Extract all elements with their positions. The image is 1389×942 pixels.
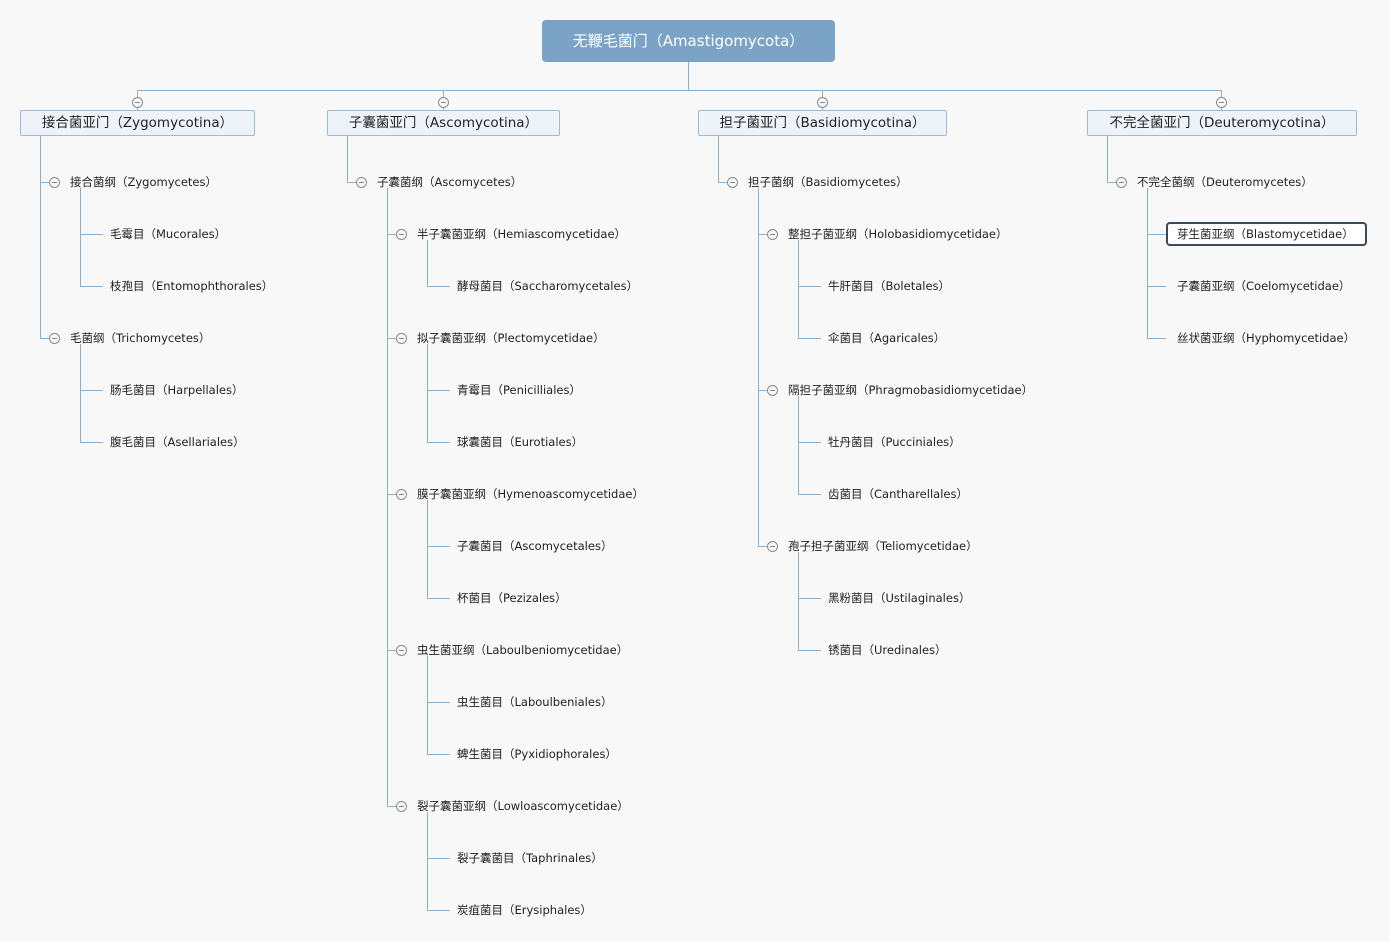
class-node[interactable]: 接合菌纲（Zygomycetes） [70,175,218,189]
collapse-toggle-icon[interactable] [438,97,449,108]
subphylum-node-basidiomycotina[interactable]: 担子菌亚门（Basidiomycotina） [698,110,947,136]
order-node[interactable]: 杯菌目（Pezizales） [457,591,567,605]
class-node[interactable]: 毛菌纲（Trichomycetes） [70,331,211,345]
order-node[interactable]: 青霉目（Penicilliales） [457,383,581,397]
subclass-node[interactable]: 虫生菌亚纲（Laboulbeniomycetidae） [417,643,629,657]
subclass-node[interactable]: 整担子菌亚纲（Holobasidiomycetidae） [788,227,1008,241]
subclass-node[interactable]: 孢子担子菌亚纲（Teliomycetidae） [788,539,978,553]
subclass-node[interactable]: 裂子囊菌亚纲（Lowloascomycetidae） [417,799,629,813]
order-node[interactable]: 锈菌目（Uredinales） [828,643,947,657]
subclass-node[interactable]: 子囊菌亚纲（Coelomycetidae） [1177,279,1351,293]
subphylum-node-ascomycotina[interactable]: 子囊菌亚门（Ascomycotina） [327,110,560,136]
order-node[interactable]: 腹毛菌目（Asellariales） [110,435,245,449]
order-node[interactable]: 虫生菌目（Laboulbeniales） [457,695,613,709]
order-node[interactable]: 炭疽菌目（Erysiphales） [457,903,592,917]
subclass-node-selected[interactable]: 芽生菌亚纲（Blastomycetidae） [1166,222,1367,246]
subclass-node[interactable]: 半子囊菌亚纲（Hemiascomycetidae） [417,227,627,241]
order-node[interactable]: 伞菌目（Agaricales） [828,331,946,345]
order-node[interactable]: 毛霉目（Mucorales） [110,227,227,241]
collapse-toggle-icon[interactable] [396,645,407,656]
collapse-toggle-icon[interactable] [49,333,60,344]
order-node[interactable]: 球囊菌目（Eurotiales） [457,435,584,449]
order-node[interactable]: 牛肝菌目（Boletales） [828,279,951,293]
collapse-toggle-icon[interactable] [1116,177,1127,188]
root-node[interactable]: 无鞭毛菌门（Amastigomycota） [542,20,835,62]
collapse-toggle-icon[interactable] [727,177,738,188]
collapse-toggle-icon[interactable] [1216,97,1227,108]
order-node[interactable]: 酵母菌目（Saccharomycetales） [457,279,639,293]
subclass-node[interactable]: 丝状菌亚纲（Hyphomycetidae） [1177,331,1356,345]
subclass-node[interactable]: 膜子囊菌亚纲（Hymenoascomycetidae） [417,487,644,501]
collapse-toggle-icon[interactable] [49,177,60,188]
order-node[interactable]: 蜱生菌目（Pyxidiophorales） [457,747,617,761]
collapse-toggle-icon[interactable] [817,97,828,108]
collapse-toggle-icon[interactable] [132,97,143,108]
order-node[interactable]: 肠毛菌目（Harpellales） [110,383,244,397]
subphylum-node-zygomycotina[interactable]: 接合菌亚门（Zygomycotina） [20,110,255,136]
collapse-toggle-icon[interactable] [396,229,407,240]
collapse-toggle-icon[interactable] [396,489,407,500]
collapse-toggle-icon[interactable] [767,385,778,396]
subclass-node[interactable]: 拟子囊菌亚纲（Plectomycetidae） [417,331,605,345]
order-node[interactable]: 子囊菌目（Ascomycetales） [457,539,613,553]
collapse-toggle-icon[interactable] [356,177,367,188]
order-node[interactable]: 黑粉菌目（Ustilaginales） [828,591,971,605]
class-node[interactable]: 子囊菌纲（Ascomycetes） [377,175,523,189]
subclass-node[interactable]: 隔担子菌亚纲（Phragmobasidiomycetidae） [788,383,1034,397]
collapse-toggle-icon[interactable] [396,801,407,812]
collapse-toggle-icon[interactable] [767,541,778,552]
collapse-toggle-icon[interactable] [767,229,778,240]
subphylum-node-deuteromycotina[interactable]: 不完全菌亚门（Deuteromycotina） [1087,110,1357,136]
order-node[interactable]: 齿菌目（Cantharellales） [828,487,968,501]
collapse-toggle-icon[interactable] [396,333,407,344]
class-node[interactable]: 不完全菌纲（Deuteromycetes） [1137,175,1313,189]
order-node[interactable]: 裂子囊菌目（Taphrinales） [457,851,603,865]
class-node[interactable]: 担子菌纲（Basidiomycetes） [748,175,908,189]
order-node[interactable]: 牡丹菌目（Pucciniales） [828,435,961,449]
order-node[interactable]: 枝孢目（Entomophthorales） [110,279,274,293]
